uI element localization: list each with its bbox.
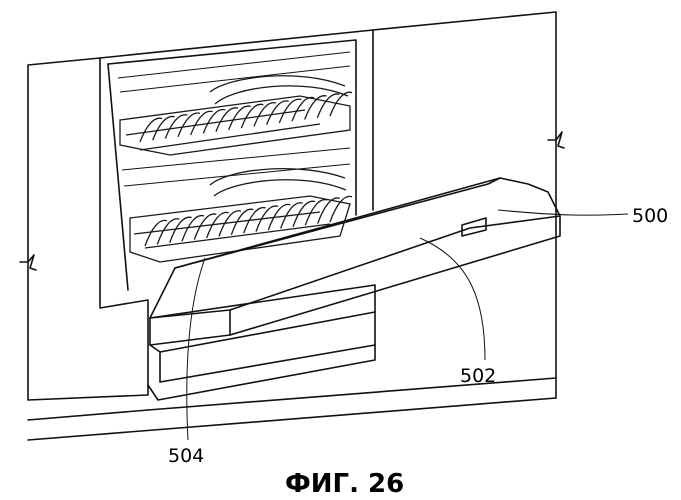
leader-500 [498, 210, 628, 215]
label-500: 500 [632, 205, 668, 227]
rack-tine [317, 94, 339, 118]
figure-caption: ФИГ. 26 [285, 469, 404, 499]
label-502: 502 [460, 365, 496, 387]
dishwasher-door [148, 178, 560, 400]
leader-lines [187, 210, 628, 440]
rack-tine [157, 219, 179, 245]
leader-504 [187, 258, 205, 440]
rack-tine [145, 220, 167, 246]
leader-502 [420, 238, 485, 360]
label-504: 504 [168, 445, 204, 467]
rack-tine [305, 96, 327, 120]
rack-tine [292, 97, 314, 121]
